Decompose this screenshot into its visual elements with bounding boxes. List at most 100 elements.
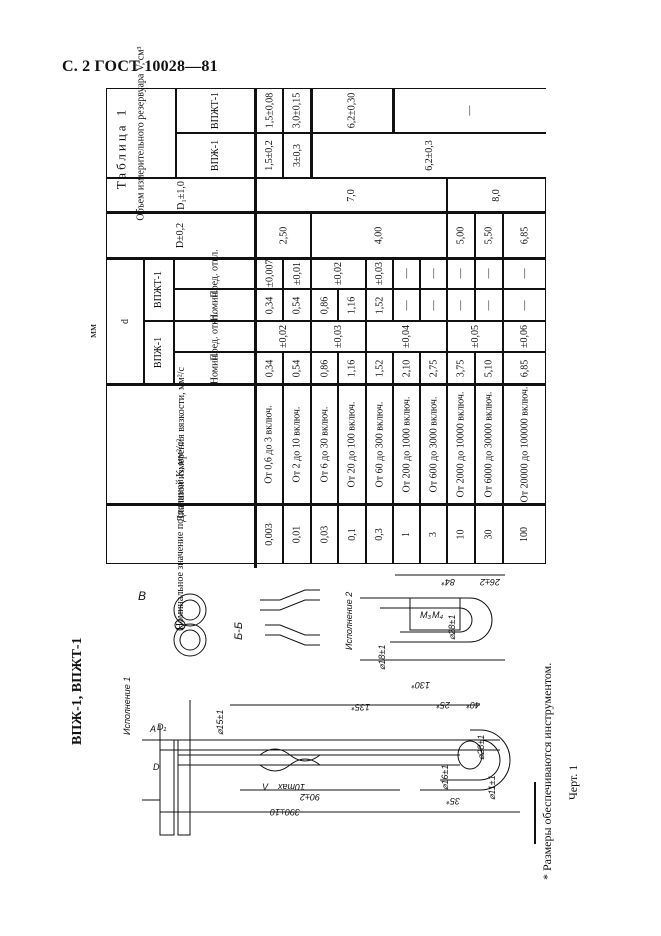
table-cell: 6,2±0,30 <box>311 88 393 133</box>
table-row-k: 0,03 <box>311 504 338 564</box>
svg-text:135*: 135* <box>351 702 370 712</box>
table-caption: Таблица 1 <box>113 106 129 190</box>
table-cell: 5,50 <box>475 212 503 258</box>
table-row-range: От 2000 до 10000 включ. <box>447 384 475 504</box>
table-cell: ±0,02 <box>311 258 366 289</box>
viscometer-drawing: Исполнение 1 Исполнение 2 В Б-Б А D D₁ V… <box>122 574 520 836</box>
table-row-k: 100 <box>503 504 546 564</box>
page-header: С. 2 ГОСТ 10028—81 <box>62 58 218 75</box>
svg-text:90±2: 90±2 <box>300 792 320 802</box>
table-cell: ±0,06 <box>503 321 546 352</box>
variant1-label: Исполнение 1 <box>122 677 132 735</box>
table-cell: ±0,05 <box>447 321 503 352</box>
header-d-vpzh: ВПЖ-1 <box>144 321 174 384</box>
header-vol-vpzh: ВПЖ-1 <box>176 133 256 178</box>
table-row-range: От 2 до 10 включ. <box>283 384 311 504</box>
table-row-range: От 60 до 300 включ. <box>366 384 393 504</box>
svg-text:⌀11±1: ⌀11±1 <box>487 775 497 800</box>
table-cell: 3±0,3 <box>283 133 311 178</box>
table-row-vpzht-nom: — <box>393 289 420 321</box>
table-cell: — <box>420 258 447 289</box>
header-vol-vpzht: ВПЖТ-1 <box>176 88 256 133</box>
table-cell: 8,0 <box>447 178 546 212</box>
table-cell: 1,5±0,08 <box>256 88 283 133</box>
table-row-k: 10 <box>447 504 475 564</box>
table-units: мм <box>86 324 99 338</box>
svg-text:40*: 40* <box>466 700 480 710</box>
table-row-vpzht-nom: 0,54 <box>283 289 311 321</box>
svg-text:10max: 10max <box>277 782 305 792</box>
svg-text:⌀28±1: ⌀28±1 <box>447 615 457 640</box>
view-b-label: В <box>138 589 146 603</box>
header-d-vpzht: ВПЖТ-1 <box>144 258 174 321</box>
table-row-vpzht-nom: 1,52 <box>366 289 393 321</box>
table-cell: 7,0 <box>256 178 447 212</box>
svg-text:⌀18±1: ⌀18±1 <box>377 645 387 670</box>
table-row-vpzh-nom: 5,10 <box>475 352 503 384</box>
table-cell: ±0,03 <box>366 258 393 289</box>
table-row-range: От 6000 до 30000 включ. <box>475 384 503 504</box>
table-row-vpzht-nom: — <box>447 289 475 321</box>
table-row-k: 3 <box>420 504 447 564</box>
table-row-vpzh-nom: 1,16 <box>338 352 366 384</box>
table-cell: ±0,03 <box>311 321 366 352</box>
svg-text:25*: 25* <box>436 700 451 710</box>
figure-caption: Черт. 1 <box>566 764 580 800</box>
svg-text:⌀16±1: ⌀16±1 <box>440 765 450 790</box>
table-cell: 3,0±0,15 <box>283 88 311 133</box>
table-row-vpzht-nom: 0,34 <box>256 289 283 321</box>
table-cell: ±0,04 <box>366 321 447 352</box>
table-row-k: 0,003 <box>256 504 283 564</box>
table-cell: ±0,01 <box>283 258 311 289</box>
section-label: Б-Б <box>233 622 245 640</box>
footnote-rule <box>534 782 536 844</box>
table-cell: 4,00 <box>311 212 447 258</box>
table-row-vpzh-nom: 2,10 <box>393 352 420 384</box>
table-thick-rule <box>106 503 546 506</box>
table-row-vpzh-nom: 2,75 <box>420 352 447 384</box>
svg-text:А: А <box>149 724 156 734</box>
table-cell: 6,85 <box>503 212 546 258</box>
table-thick-rule <box>254 88 257 568</box>
table-cell: — <box>475 258 503 289</box>
table-row-vpzh-nom: 3,75 <box>447 352 475 384</box>
table-cell: — <box>393 88 546 133</box>
variant2-label: Исполнение 2 <box>344 592 354 650</box>
svg-text:35*: 35* <box>446 796 460 806</box>
table-cell: — <box>447 258 475 289</box>
table-cell: ±0,02 <box>256 321 311 352</box>
svg-text:M₄: M₄ <box>432 610 443 620</box>
table-thick-rule <box>106 211 546 214</box>
table-cell: — <box>503 258 546 289</box>
table-cell: 6,2±0,3 <box>311 133 546 178</box>
table-row-vpzh-nom: 0,34 <box>256 352 283 384</box>
footnote: * Размеры обеспечиваются инструментом. <box>540 662 554 880</box>
table-row-range: От 0,6 до 3 включ. <box>256 384 283 504</box>
svg-text:390±10: 390±10 <box>270 807 300 817</box>
table-row-range: От 6 до 30 включ. <box>311 384 338 504</box>
svg-text:D₁: D₁ <box>157 722 166 732</box>
svg-text:⌀15±1: ⌀15±1 <box>215 710 225 735</box>
table-thick-rule <box>392 88 395 133</box>
header-d: d <box>106 258 144 384</box>
table-row-k: 1 <box>393 504 420 564</box>
table-row-vpzht-nom: 0,86 <box>311 289 338 321</box>
table-thick-rule <box>106 383 546 386</box>
svg-text:26±2: 26±2 <box>480 577 501 587</box>
table-row-vpzh-nom: 0,54 <box>283 352 311 384</box>
h: Пред. откл. <box>174 312 256 361</box>
svg-text:V: V <box>262 782 269 792</box>
table-row-range: От 20 до 100 включ. <box>338 384 366 504</box>
table-cell: — <box>393 258 420 289</box>
table-row-k: 30 <box>475 504 503 564</box>
svg-text:D: D <box>153 762 160 772</box>
table-row-vpzht-nom: — <box>503 289 546 321</box>
table-cell: ±0,007 <box>256 258 283 289</box>
svg-text:84*: 84* <box>441 577 455 587</box>
header-volume: Объем измерительного резервуара V, см³ <box>106 46 176 220</box>
table-cell: 5,00 <box>447 212 475 258</box>
table-row-k: 0,1 <box>338 504 366 564</box>
table-row-k: 0,01 <box>283 504 311 564</box>
table-row-vpzht-nom: — <box>475 289 503 321</box>
h: Пред. откл. <box>174 249 256 298</box>
